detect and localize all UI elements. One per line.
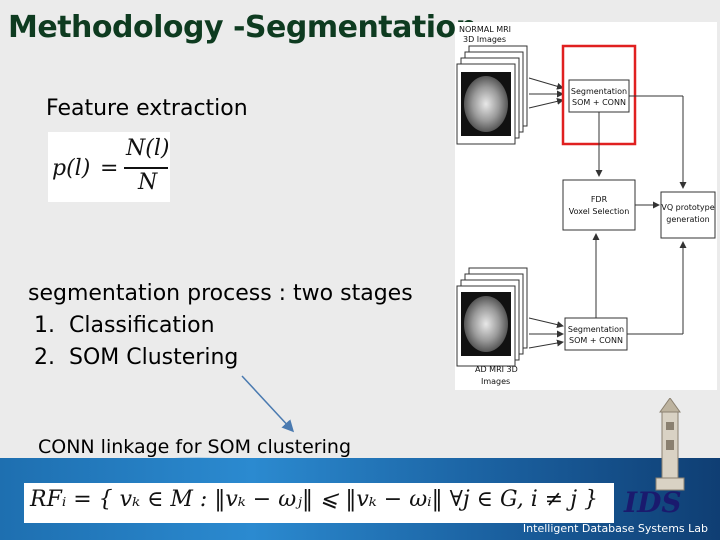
stages-heading: segmentation process : two stages (28, 281, 413, 306)
normal-mri-sublabel: 3D Images (463, 35, 506, 44)
ids-logo: IDS (624, 486, 682, 519)
flowchart-svg: NORMAL MRI 3D Images Segmentation SOM + … (456, 25, 716, 386)
normal-mri-stack (456, 45, 528, 145)
formula-numerator: N(l) (126, 136, 170, 161)
segmentation-bottom-box (564, 317, 628, 351)
stage-item: 2. SOM Clustering (28, 342, 413, 374)
seg-bottom-line1: Segmentation (568, 325, 624, 334)
normal-mri-label: NORMAL MRI (459, 25, 511, 34)
formula-fraction-bar (124, 167, 168, 169)
seg-bottom-line2: SOM + CONN (569, 336, 623, 345)
stage-number: 2. (34, 345, 55, 370)
stage-item: 1. Classification (28, 310, 413, 342)
brain-image (464, 296, 508, 352)
ad-mri-stack (456, 267, 528, 367)
methodology-diagram: NORMAL MRI 3D Images Segmentation SOM + … (455, 22, 717, 390)
vq-line1: VQ prototype (661, 203, 714, 212)
tower-icon (655, 398, 685, 491)
stage-label: Classification (69, 313, 215, 338)
brain-image (464, 76, 508, 132)
page-title: Methodology -Segmentation (8, 10, 477, 45)
feature-extraction-heading: Feature extraction (46, 96, 248, 121)
ad-mri-sublabel: Images (481, 377, 510, 386)
probability-formula: p(l) = N(l) N (48, 132, 170, 202)
segmentation-top-box (568, 79, 630, 113)
pointer-arrow (241, 375, 295, 433)
formula-equals: = (100, 156, 119, 181)
seg-top-line2: SOM + CONN (572, 98, 626, 107)
rf-formula: RFᵢ = { vₖ ∈ M : ‖vₖ − ωⱼ‖ ⩽ ‖vₖ − ωᵢ‖ ∀… (30, 487, 599, 512)
vq-box (660, 191, 716, 239)
seg-top-line1: Segmentation (571, 87, 627, 96)
fdr-line2: Voxel Selection (569, 207, 630, 216)
stage-label: SOM Clustering (69, 345, 239, 370)
rf-formula-box: RFᵢ = { vₖ ∈ M : ‖vₖ − ωⱼ‖ ⩽ ‖vₖ − ωᵢ‖ ∀… (24, 483, 614, 523)
ad-mri-label: AD MRI 3D (475, 365, 518, 374)
segmentation-stages: segmentation process : two stages 1. Cla… (28, 278, 413, 374)
formula-lhs: p(l) (52, 156, 91, 181)
lab-name: Intelligent Database Systems Lab (522, 522, 708, 535)
fdr-line1: FDR (591, 195, 608, 204)
fdr-box (562, 179, 636, 231)
stage-number: 1. (34, 313, 55, 338)
formula-denominator: N (138, 170, 158, 195)
vq-line2: generation (666, 215, 710, 224)
conn-linkage-label: CONN linkage for SOM clustering (38, 436, 351, 458)
